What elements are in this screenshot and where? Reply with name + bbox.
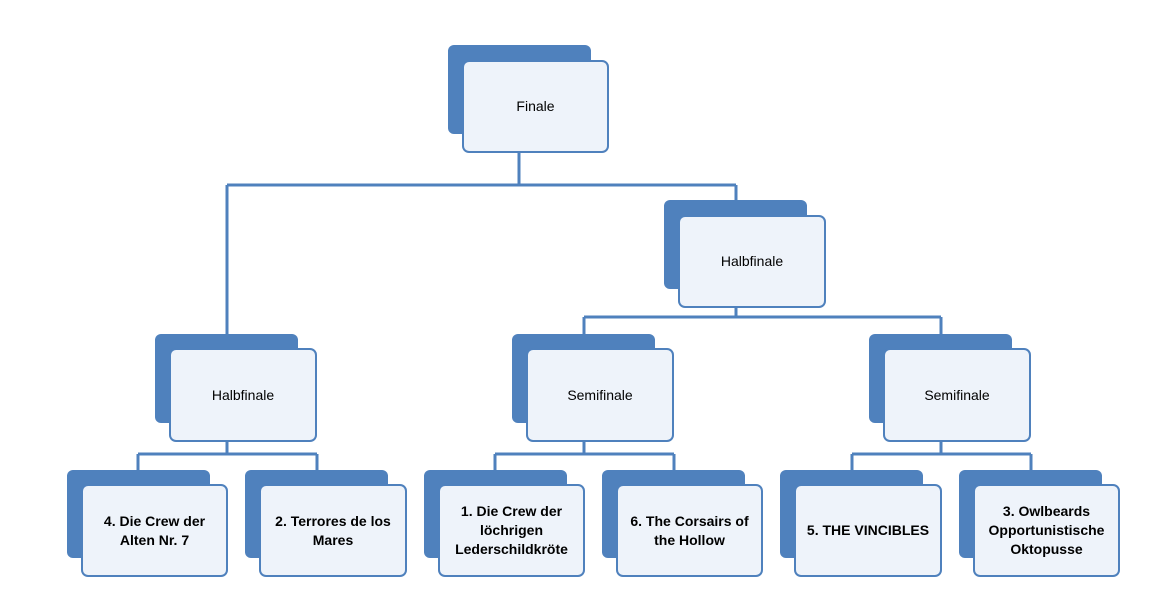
- team-node-6: 3. Owlbeards Opportunistische Oktopusse: [959, 470, 1120, 577]
- team-label-2: 2. Terrores de los Mares: [259, 484, 407, 577]
- connector-halbfinale-left: [136, 441, 319, 470]
- semifinale-center-node: Semifinale: [512, 334, 674, 442]
- team-node-3: 1. Die Crew der löchrigen Lederschildkrö…: [424, 470, 585, 577]
- semifinale-center-label: Semifinale: [526, 348, 674, 442]
- team-label-4: 6. The Corsairs of the Hollow: [616, 484, 763, 577]
- connector-finale: [225, 150, 738, 334]
- halbfinale-left-node: Halbfinale: [155, 334, 317, 442]
- team-node-2: 2. Terrores de los Mares: [245, 470, 407, 577]
- finale-label: Finale: [462, 60, 609, 153]
- connector-halbfinale-right: [582, 304, 943, 334]
- semifinale-right-label: Semifinale: [883, 348, 1031, 442]
- halbfinale-right-label: Halbfinale: [678, 215, 826, 308]
- team-node-5: 5. THE VINCIBLES: [780, 470, 942, 577]
- semifinale-right-node: Semifinale: [869, 334, 1031, 442]
- team-label-6: 3. Owlbeards Opportunistische Oktopusse: [973, 484, 1120, 577]
- team-label-5: 5. THE VINCIBLES: [794, 484, 942, 577]
- connector-semifinale-right: [850, 441, 1033, 470]
- connector-semifinale-center: [493, 441, 676, 470]
- team-node-1: 4. Die Crew der Alten Nr. 7: [67, 470, 228, 577]
- halbfinale-left-label: Halbfinale: [169, 348, 317, 442]
- halbfinale-right-node: Halbfinale: [664, 200, 826, 308]
- team-label-3: 1. Die Crew der löchrigen Lederschildkrö…: [438, 484, 585, 577]
- team-node-4: 6. The Corsairs of the Hollow: [602, 470, 763, 577]
- team-label-1: 4. Die Crew der Alten Nr. 7: [81, 484, 228, 577]
- finale-node: Finale: [448, 45, 609, 153]
